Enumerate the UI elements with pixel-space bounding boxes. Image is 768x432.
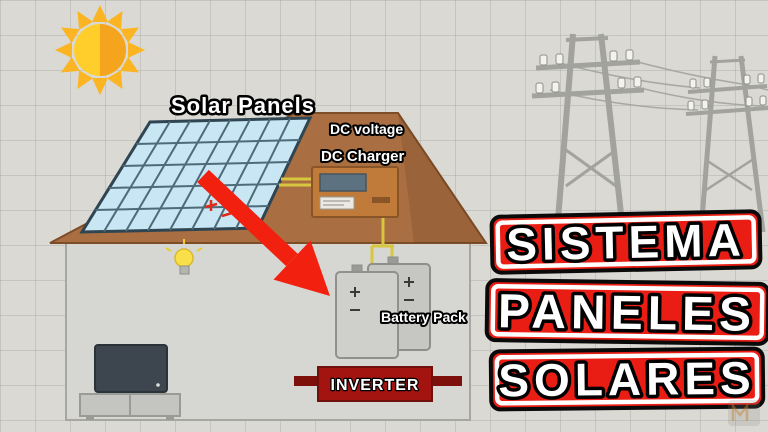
badge-solares: SOLARES [488,346,766,412]
charger-display [319,173,367,192]
tv-icon [79,344,181,420]
badge-paneles: PANELES [484,278,768,346]
dc-charger-device [311,166,399,218]
inverter-box [317,366,433,402]
dc-voltage-label: DC voltage [330,121,403,137]
inverter: INVERTER [294,366,462,402]
solar-panels-label: Solar Panels [171,93,315,118]
battery-polarity-marks [350,277,414,311]
roof-right-shade [398,113,486,243]
badge-solares-text: SOLARES [498,352,756,407]
charger-port [372,197,390,203]
transmission-towers-icon [531,33,768,233]
watermark-logo [728,400,760,426]
badge-paneles-text: PANELES [498,285,757,342]
dc-charger-label: DC Charger [321,148,405,165]
flow-arrow [197,169,330,296]
tower-small [685,55,768,233]
solar-panel-array [79,116,313,234]
inverter-label: INVERTER [331,377,420,394]
battery-pack [335,256,431,359]
tower-large [531,33,645,233]
charger-label-sticker [319,196,355,210]
badge-sistema: SISTEMA [489,209,763,275]
battery-pack-label: Battery Pack [381,309,466,325]
battery-front [335,271,399,359]
tv-screen [94,344,168,393]
sun-icon [55,5,145,95]
panel-terminal-marks [204,200,233,218]
badge-sistema-text: SISTEMA [506,213,747,270]
light-bulb-icon [165,239,203,275]
